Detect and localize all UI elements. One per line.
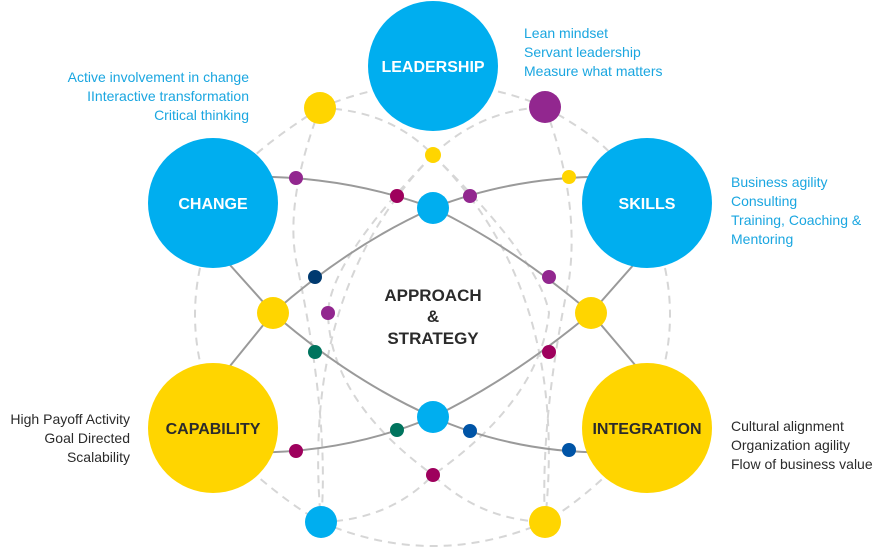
dashed-arc	[319, 106, 546, 157]
detail-item: Mentoring	[731, 231, 794, 247]
detail-item: Cultural alignment	[731, 418, 844, 434]
change-details: Active involvement in change IInteractiv…	[68, 68, 249, 125]
yellow-node	[257, 297, 289, 329]
detail-item: Organization agility	[731, 437, 851, 453]
yellow-dot	[562, 170, 576, 184]
detail-item: IInteractive transformation	[87, 88, 249, 104]
dashed-arc	[320, 473, 546, 523]
dashed-arc	[317, 154, 434, 523]
integration-circle	[582, 363, 712, 493]
center-title-line: APPROACH	[384, 286, 481, 305]
integration-details: Cultural alignment Organization agility …	[731, 417, 873, 474]
node-skills: SKILLS	[582, 138, 712, 268]
yellow-node	[575, 297, 607, 329]
blue-node	[305, 506, 337, 538]
node-integration: INTEGRATION	[582, 363, 712, 493]
detail-item: Lean mindset	[524, 25, 609, 41]
yellow-dot	[425, 147, 441, 163]
dashed-arc	[543, 106, 573, 523]
leadership-label: LEADERSHIP	[381, 59, 484, 76]
dashed-arc	[664, 267, 671, 363]
detail-item: Servant leadership	[524, 44, 641, 60]
dashed-arc	[292, 107, 324, 523]
change-label: CHANGE	[178, 196, 248, 213]
blue-dot	[562, 443, 576, 457]
dashed-arc	[249, 469, 322, 523]
purple-dot	[289, 171, 303, 185]
dashed-arc	[432, 154, 550, 523]
yellow-node	[304, 92, 336, 124]
detail-item: Consulting	[731, 193, 798, 209]
purple-dot	[542, 270, 556, 284]
dashed-orbits	[194, 82, 671, 547]
teal-dot	[308, 345, 322, 359]
center-title-line: &	[427, 307, 439, 326]
crimson-dot	[426, 468, 440, 482]
yellow-node	[529, 506, 561, 538]
detail-item: High Payoff Activity	[10, 411, 130, 427]
purple-dot	[463, 189, 477, 203]
skills-label: SKILLS	[619, 196, 676, 213]
purple-dot	[321, 306, 335, 320]
dashed-arc	[194, 267, 201, 363]
blue-dot	[463, 424, 477, 438]
detail-item: Active involvement in change	[67, 69, 249, 85]
detail-item: Training, Coaching &	[731, 212, 862, 228]
node-capability: CAPABILITY	[148, 363, 278, 493]
crimson-dot	[289, 444, 303, 458]
leadership-circle	[368, 1, 498, 131]
blue-node	[417, 192, 449, 224]
crimson-dot	[542, 345, 556, 359]
medium-nodes	[257, 91, 607, 538]
purple-node	[529, 91, 561, 123]
detail-item: Flow of business value	[731, 456, 873, 472]
node-change: CHANGE	[148, 138, 278, 268]
navy-dot	[308, 270, 322, 284]
skills-circle	[582, 138, 712, 268]
detail-item: Goal Directed	[44, 430, 130, 446]
dashed-arc	[432, 154, 551, 476]
teal-dot	[390, 423, 404, 437]
leadership-details: Lean mindset Servant leadership Measure …	[524, 24, 663, 81]
skills-details: Business agility Consulting Training, Co…	[731, 173, 861, 249]
node-leadership: LEADERSHIP	[368, 1, 498, 131]
crimson-dot	[390, 189, 404, 203]
capability-circle	[148, 363, 278, 493]
detail-item: Business agility	[731, 174, 828, 190]
change-circle	[148, 138, 278, 268]
capability-label: CAPABILITY	[166, 421, 261, 438]
detail-item: Scalability	[66, 449, 130, 465]
small-dots	[289, 147, 576, 482]
center-title: APPROACH & STRATEGY	[384, 286, 481, 348]
center-title-line: STRATEGY	[387, 329, 479, 348]
dashed-arc	[320, 521, 546, 547]
detail-item: Critical thinking	[154, 107, 249, 123]
integration-label: INTEGRATION	[592, 421, 701, 438]
detail-item: Measure what matters	[524, 63, 663, 79]
capability-details: High Payoff Activity Goal Directed Scala…	[10, 410, 130, 467]
blue-node	[417, 401, 449, 433]
